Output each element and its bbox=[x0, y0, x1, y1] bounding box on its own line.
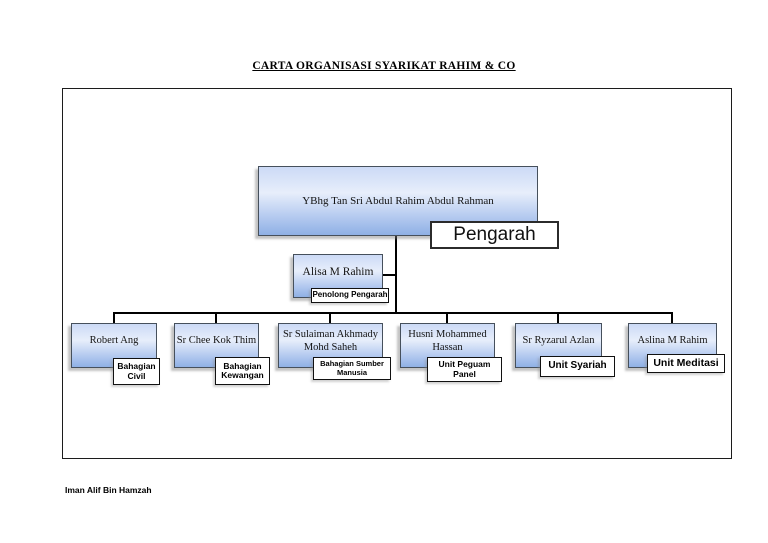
node-department-1-name: Robert Ang bbox=[89, 335, 139, 347]
label-unit-2-line1: Bahagian bbox=[223, 360, 262, 371]
label-unit-4-line1: Unit Peguam bbox=[438, 359, 491, 370]
connector-stub bbox=[215, 312, 217, 324]
node-department-6-name: Aslina M Rahim bbox=[637, 335, 708, 347]
author-name: Iman Alif Bin Hamzah bbox=[65, 485, 152, 495]
label-director-role: Pengarah bbox=[430, 221, 559, 249]
connector-stub bbox=[113, 312, 115, 324]
label-assistant-role: Penolong Pengarah bbox=[311, 288, 389, 303]
connector-stub bbox=[671, 312, 673, 324]
node-assistant-name: Alisa M Rahim bbox=[302, 266, 374, 278]
label-unit-4-line2: Panel bbox=[453, 368, 476, 379]
connector-director-vertical bbox=[395, 236, 397, 314]
label-unit-1: Bahagian Civil bbox=[113, 358, 160, 385]
connector-assistant-horizontal bbox=[383, 274, 396, 276]
label-unit-6: Unit Meditasi bbox=[647, 354, 725, 373]
connector-stub bbox=[557, 312, 559, 324]
node-department-5-name: Sr Ryzarul Azlan bbox=[522, 335, 595, 347]
connector-stub bbox=[446, 312, 448, 324]
page-title: CARTA ORGANISASI SYARIKAT RAHIM & CO bbox=[252, 60, 516, 72]
node-director-name: YBhg Tan Sri Abdul Rahim Abdul Rahman bbox=[302, 195, 494, 207]
label-unit-6-line1: Unit Meditasi bbox=[653, 356, 719, 369]
label-unit-2-line2: Kewangan bbox=[221, 370, 264, 380]
node-department-2-name: Sr Chee Kok Thim bbox=[176, 335, 257, 347]
label-unit-5: Unit Syariah bbox=[540, 356, 615, 377]
label-unit-2: Bahagian Kewangan bbox=[215, 357, 270, 385]
connector-departments-horizontal bbox=[113, 312, 673, 314]
label-unit-1-line2: Civil bbox=[127, 370, 146, 381]
label-director-role-text: Pengarah bbox=[453, 224, 536, 245]
label-unit-3-line1: Bahagian Sumber bbox=[320, 359, 384, 369]
label-unit-1-line1: Bahagian bbox=[117, 361, 156, 372]
node-department-4-name: Husni Mohammed Hassan bbox=[408, 329, 487, 353]
connector-stub bbox=[329, 312, 331, 324]
label-unit-3: Bahagian Sumber Manusia bbox=[313, 357, 391, 380]
label-unit-5-line1: Unit Syariah bbox=[548, 360, 607, 372]
label-unit-3-line2: Manusia bbox=[336, 367, 367, 377]
chart-frame bbox=[62, 88, 732, 459]
label-assistant-role-text: Penolong Pengarah bbox=[312, 290, 388, 300]
label-unit-4: Unit Peguam Panel bbox=[427, 357, 502, 382]
node-department-3-name: Sr Sulaiman Akhmady Mohd Saheh bbox=[282, 329, 379, 353]
